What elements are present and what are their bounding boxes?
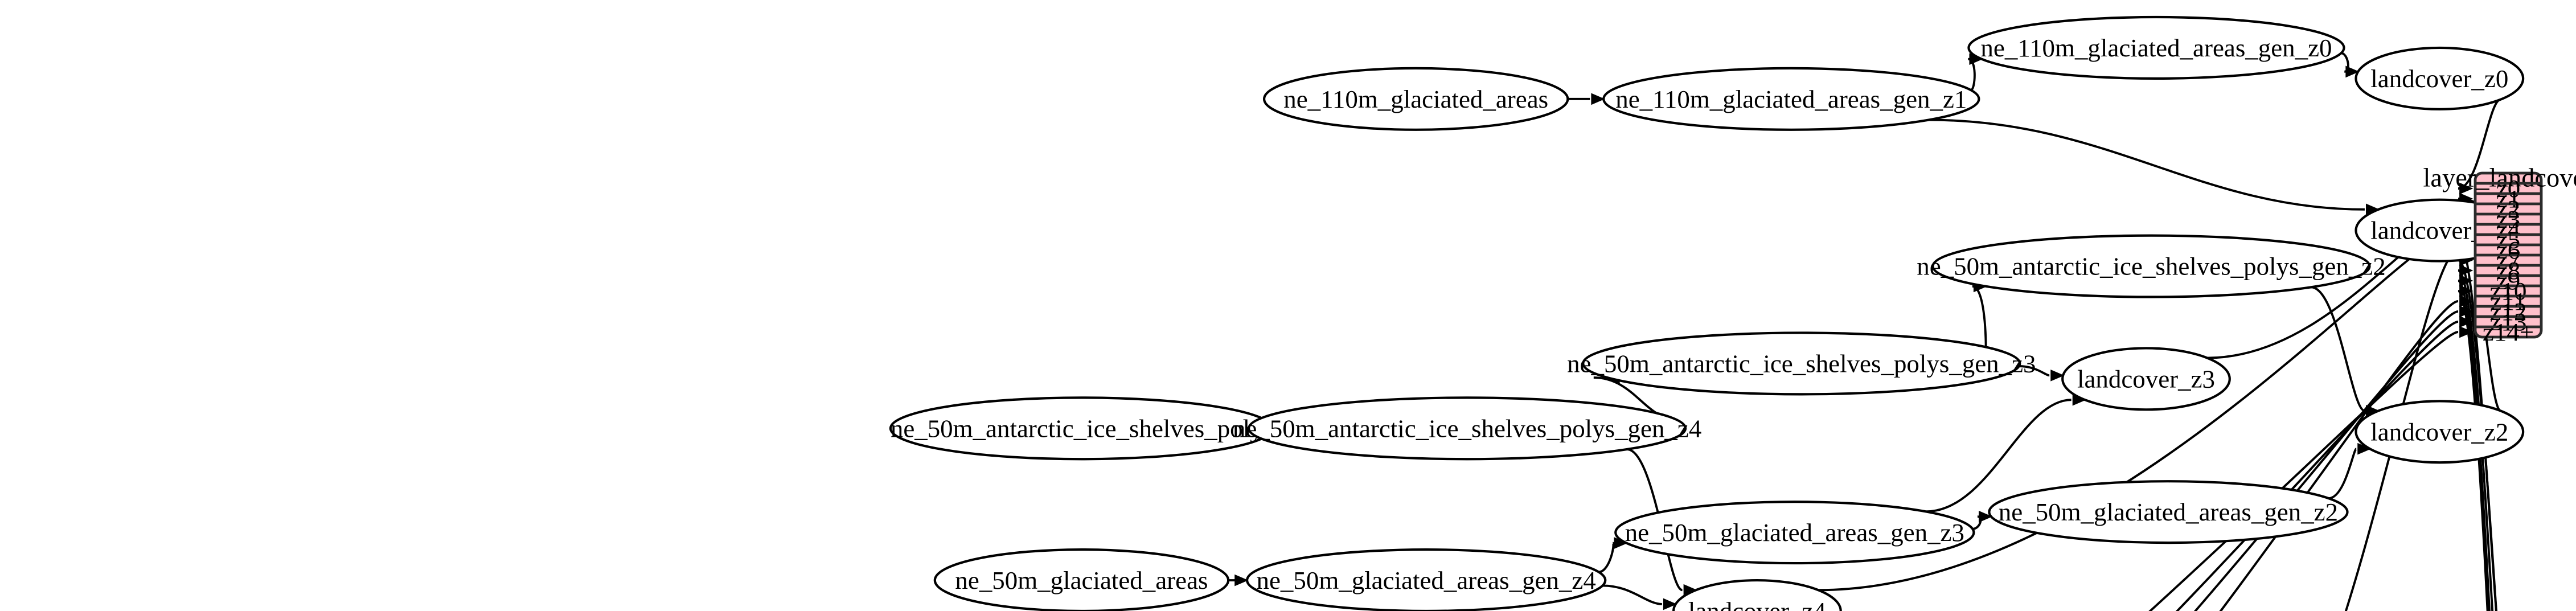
edge-arrowhead [2459, 182, 2474, 195]
node-shape-ne_50m_glaciated_areas_gen_z2 [1988, 480, 2349, 544]
edge-ne_50m_antarctic_ice_shelves_polys_gen_z3-to-ne_50m_antarctic_ice_shelves_polys_gen_z2 [1972, 285, 1987, 348]
edge-ne_50m_glaciated_areas_gen_z4-to-ne_50m_glaciated_areas_gen_z3 [1598, 542, 1615, 573]
record-row-z10[interactable]: z10 [2490, 277, 2527, 305]
node-ne_50m_antarctic_ice_shelves_polys_gen_z3[interactable]: ne_50m_antarctic_ice_shelves_polys_gen_z… [1567, 331, 2036, 396]
node-shape-ne_110m_glaciated_areas [1262, 67, 1569, 131]
record-row-z1[interactable]: z1 [2496, 184, 2520, 213]
node-ne_50m_glaciated_areas[interactable]: ne_50m_glaciated_areas [933, 548, 1230, 611]
record-row-z2[interactable]: z2 [2496, 195, 2520, 223]
node-label-ne_110m_glaciated_areas_gen_z0: ne_110m_glaciated_areas_gen_z0 [1980, 34, 2332, 62]
node-label-ne_50m_glaciated_areas_gen_z4: ne_50m_glaciated_areas_gen_z4 [1257, 566, 1596, 594]
edge-arrowhead [1234, 574, 1249, 587]
edge-osm_landcover_gen_z12-to-layer_landcover-z12 [2193, 310, 2459, 611]
edge-arrowhead [2459, 315, 2474, 328]
record-row-z3[interactable]: z3 [2496, 205, 2520, 233]
node-shape-ne_110m_glaciated_areas_gen_z0 [1967, 15, 2345, 80]
record-row-z11[interactable]: z11 [2490, 287, 2526, 315]
node-landcover_z4[interactable]: landcover_z4 [1672, 579, 1842, 611]
record-table-layer: layer_landcoverz0z1z2z3z4z5z6z7z8z9z10z1… [2423, 163, 2576, 346]
edge-arrowhead [1979, 510, 1993, 523]
node-ne_50m_antarctic_ice_shelves_polys_gen_z2[interactable]: ne_50m_antarctic_ice_shelves_polys_gen_z… [1917, 234, 2386, 298]
record-row-z4[interactable]: z4 [2496, 215, 2520, 244]
edge-ne_110m_glaciated_areas_gen_z1-to-landcover_z1 [1928, 118, 2365, 211]
node-label-ne_110m_glaciated_areas: ne_110m_glaciated_areas [1283, 85, 1548, 113]
node-label-ne_50m_antarctic_ice_shelves_polys_gen_z3: ne_50m_antarctic_ice_shelves_polys_gen_z… [1567, 349, 2036, 378]
node-ne_50m_glaciated_areas_gen_z2[interactable]: ne_50m_glaciated_areas_gen_z2 [1988, 480, 2349, 544]
node-landcover_z0[interactable]: landcover_z0 [2355, 46, 2525, 110]
edge-arrowhead [2050, 369, 2065, 382]
edge-ne_50m_glaciated_areas_gen_z4-to-landcover_z4 [1602, 584, 1662, 605]
node-ne_50m_antarctic_ice_shelves_polys_gen_z4[interactable]: ne_50m_antarctic_ice_shelves_polys_gen_z… [1233, 396, 1701, 461]
edge-ne_50m_antarctic_ice_shelves_polys_gen_z3-to-landcover_z3 [2019, 365, 2050, 377]
node-shape-ne_50m_glaciated_areas_gen_z4 [1246, 548, 1607, 611]
node-shape-ne_50m_antarctic_ice_shelves_polys_gen_z2 [1931, 234, 2371, 298]
record-row-z9[interactable]: z9 [2496, 266, 2520, 295]
record-row-z12[interactable]: z12 [2490, 297, 2527, 326]
node-ne_110m_glaciated_areas[interactable]: ne_110m_glaciated_areas [1262, 67, 1569, 131]
edge-landcover_z0-to-layer_landcover-z0 [2458, 98, 2501, 190]
node-shape-landcover_z4 [1672, 579, 1842, 611]
node-landcover_z3[interactable]: landcover_z3 [2061, 347, 2231, 411]
edge-osm_landcover_gen_z10-to-layer_landcover-z10 [2457, 290, 2489, 611]
node-landcover_z2[interactable]: landcover_z2 [2355, 400, 2525, 464]
node-label-landcover_z0: landcover_z0 [2370, 64, 2508, 93]
record-title-layer-landcover[interactable]: layer_landcover [2423, 163, 2576, 192]
edge-arrowhead [2459, 274, 2474, 287]
edge-arrowhead [2459, 295, 2474, 307]
node-ne_110m_glaciated_areas_gen_z0[interactable]: ne_110m_glaciated_areas_gen_z0 [1967, 15, 2345, 80]
node-shape-landcover_z2 [2355, 400, 2525, 464]
edge-arrowhead [2345, 65, 2360, 78]
record-row-z6[interactable]: z6 [2496, 236, 2520, 264]
node-ne_50m_glaciated_areas_gen_z3[interactable]: ne_50m_glaciated_areas_gen_z3 [1614, 501, 1975, 565]
node-label-landcover_z3: landcover_z3 [2077, 364, 2215, 393]
edge-arrowhead [1663, 598, 1677, 610]
record-row-z5[interactable]: z5 [2496, 225, 2520, 254]
edge-arrowhead [2459, 326, 2474, 338]
record-row-z13[interactable]: z13 [2490, 307, 2527, 336]
record-row-z0[interactable]: z0 [2496, 174, 2520, 203]
record-row-z8[interactable]: z8 [2496, 256, 2520, 285]
edge-ne_50m_glaciated_areas_gen_z3-to-landcover_z3 [1926, 399, 2072, 513]
edge-arrowhead [1591, 93, 1605, 105]
node-shape-ne_50m_glaciated_areas_gen_z3 [1614, 501, 1975, 565]
edge-osm_landcover_gen_z8-to-layer_landcover-z8 [2458, 269, 2494, 611]
node-label-ne_50m_glaciated_areas_gen_z3: ne_50m_glaciated_areas_gen_z3 [1625, 518, 1964, 547]
node-label-landcover_z2: landcover_z2 [2370, 417, 2508, 446]
node-label-landcover_z4: landcover_z4 [1688, 597, 1826, 611]
node-shape-landcover_z0 [2355, 46, 2525, 110]
nodes-layer: imposm3osm_landcover_polygonsimplify_vw_… [889, 15, 2525, 611]
edge-arrowhead [2459, 264, 2474, 277]
edge-arrowhead [2459, 305, 2474, 318]
record-row-z14plus[interactable]: z14+ [2483, 318, 2534, 346]
edge-landcover_z6-to-layer_landcover-z6 [2344, 249, 2459, 611]
node-shape-ne_50m_antarctic_ice_shelves_polys_gen_z3 [1582, 331, 2021, 396]
node-ne_50m_antarctic_ice_shelves_polys[interactable]: ne_50m_antarctic_ice_shelves_polys [889, 396, 1274, 461]
node-ne_110m_glaciated_areas_gen_z1[interactable]: ne_110m_glaciated_areas_gen_z1 [1602, 67, 1980, 131]
node-shape-ne_50m_antarctic_ice_shelves_polys_gen_z4 [1247, 396, 1687, 461]
edge-osm_landcover_gen_z9-to-layer_landcover-z9 [2457, 280, 2491, 611]
record-row-z7[interactable]: z7 [2496, 246, 2520, 274]
edge-osm_landcover_gen_z7-to-layer_landcover-z7 [2458, 259, 2497, 611]
node-label-ne_110m_glaciated_areas_gen_z1: ne_110m_glaciated_areas_gen_z1 [1615, 85, 1967, 113]
edge-ne_50m_glaciated_areas_gen_z2-to-landcover_z2 [2328, 448, 2358, 500]
node-label-ne_50m_antarctic_ice_shelves_polys: ne_50m_antarctic_ice_shelves_polys [891, 414, 1273, 442]
node-shape-ne_50m_glaciated_areas [933, 548, 1230, 611]
node-shape-landcover_z3 [2061, 347, 2231, 411]
node-ne_50m_glaciated_areas_gen_z4[interactable]: ne_50m_glaciated_areas_gen_z4 [1246, 548, 1607, 611]
node-label-ne_50m_antarctic_ice_shelves_polys_gen_z4: ne_50m_antarctic_ice_shelves_polys_gen_z… [1233, 414, 1701, 442]
node-shape-ne_110m_glaciated_areas_gen_z1 [1602, 67, 1980, 131]
edge-arrowhead [2459, 285, 2474, 297]
node-label-ne_50m_glaciated_areas_gen_z2: ne_50m_glaciated_areas_gen_z2 [1999, 498, 2338, 526]
node-label-ne_50m_antarctic_ice_shelves_polys_gen_z2: ne_50m_antarctic_ice_shelves_polys_gen_z… [1917, 252, 2385, 281]
edge-ne_50m_antarctic_ice_shelves_polys_gen_z2-to-landcover_z2 [2311, 286, 2365, 412]
edge-osm_landcover_polygon-to-layer_landcover-z14- [2148, 331, 2459, 611]
node-label-ne_50m_glaciated_areas: ne_50m_glaciated_areas [955, 566, 1208, 594]
